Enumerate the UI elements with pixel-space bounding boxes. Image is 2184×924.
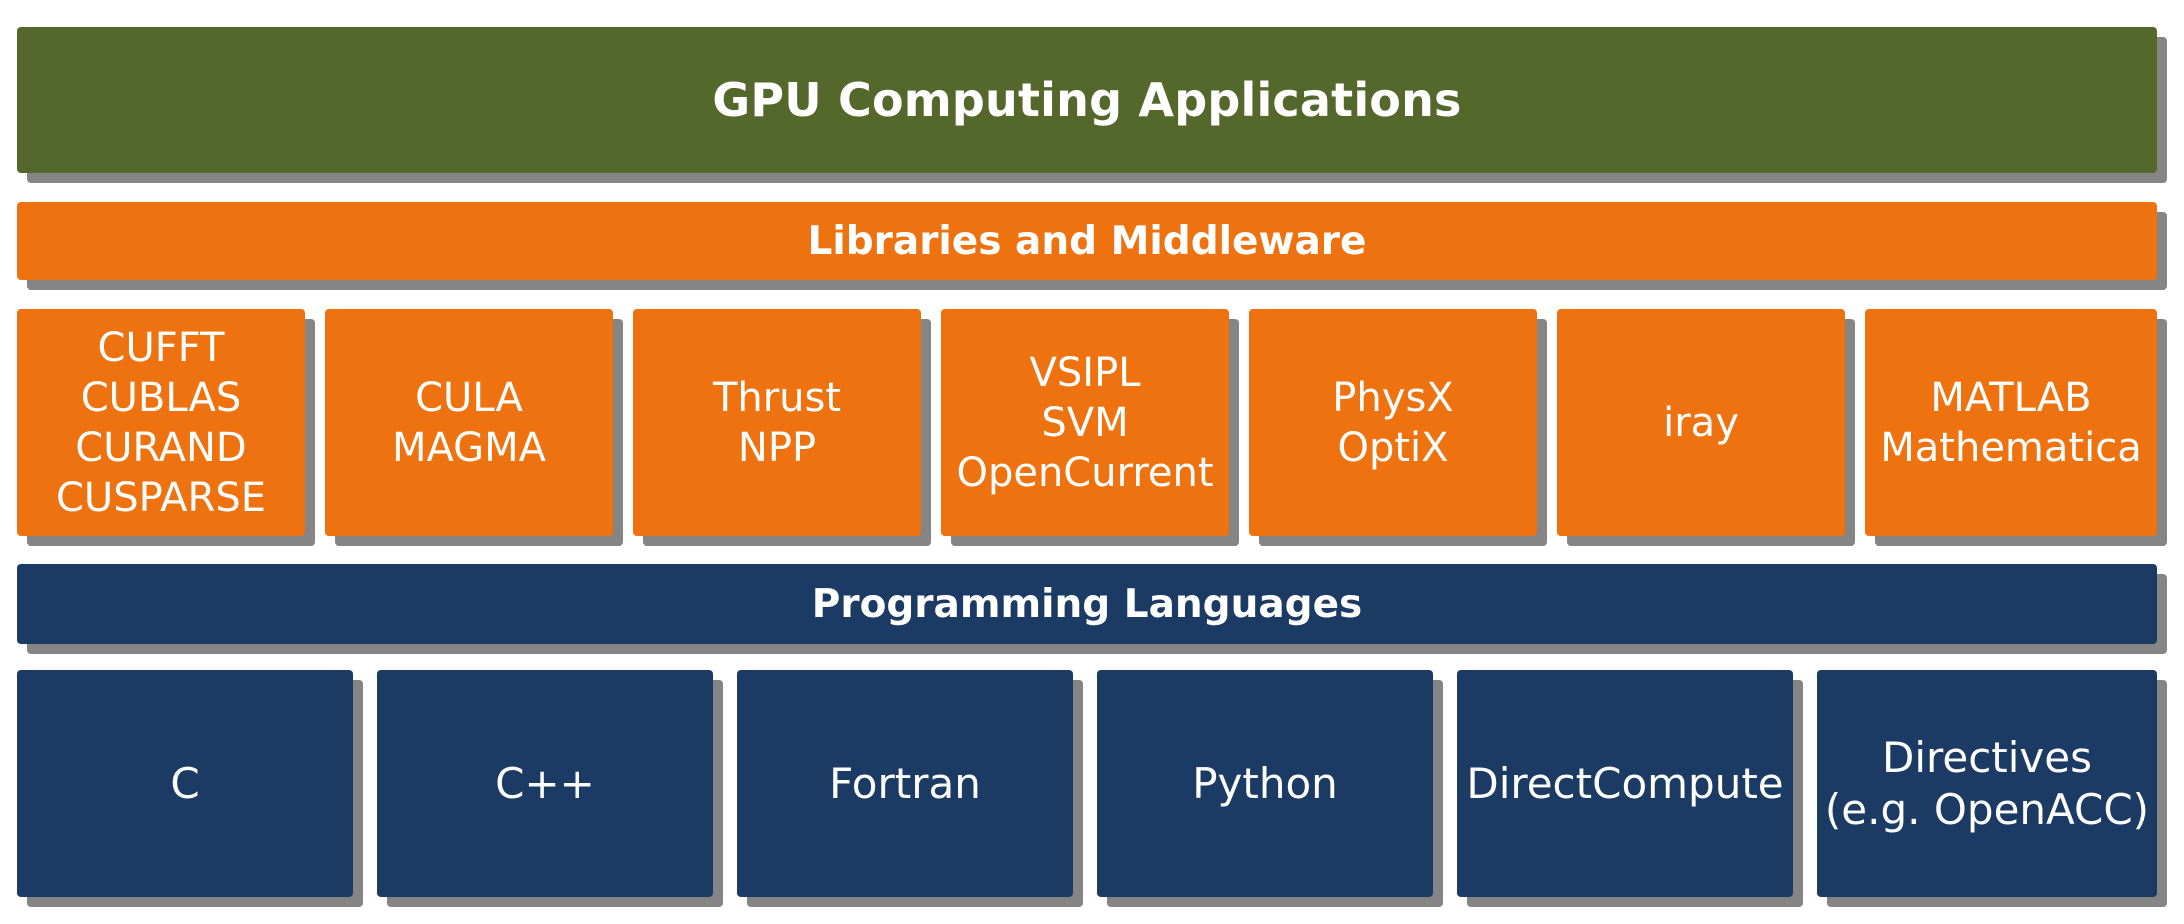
library-item: SVM [1041,399,1129,446]
library-cell-physx-optix: PhysX OptiX [1249,309,1537,536]
library-cell-iray: iray [1557,309,1845,536]
language-item: Fortran [829,758,981,808]
library-item: OptiX [1337,424,1449,471]
language-item: C [170,758,200,808]
library-item: PhysX [1332,374,1454,421]
language-cell-cpp: C++ [377,670,713,897]
library-item: MAGMA [391,424,547,471]
library-item: Mathematica [1880,424,2142,471]
language-item: Directives [1882,732,2092,782]
library-cell-matlab-mathematica: MATLAB Mathematica [1865,309,2157,536]
language-cell-directcompute: DirectCompute [1457,670,1793,897]
library-cell-cula-magma: CULA MAGMA [325,309,613,536]
libraries-title: Libraries and Middleware [807,218,1367,264]
libraries-middleware-band: Libraries and Middleware [17,202,2157,280]
language-cell-fortran: Fortran [737,670,1073,897]
language-cell-c: C [17,670,353,897]
library-item: iray [1663,399,1739,446]
programming-languages-band: Programming Languages [17,564,2157,644]
library-item: OpenCurrent [956,449,1214,496]
library-item: CULA [415,374,523,421]
library-item: CUSPARSE [56,474,266,521]
library-item: CUFFT [97,324,225,371]
applications-title: GPU Computing Applications [712,73,1462,127]
languages-title: Programming Languages [811,581,1363,627]
library-item: MATLAB [1930,374,2092,421]
language-cell-directives: Directives (e.g. OpenACC) [1817,670,2157,897]
library-item: CURAND [75,424,247,471]
library-cell-thrust-npp: Thrust NPP [633,309,921,536]
library-item: VSIPL [1029,349,1141,396]
language-item: DirectCompute [1466,758,1784,808]
library-item: Thrust [712,374,842,421]
library-item: CUBLAS [80,374,242,421]
gpu-computing-applications-banner: GPU Computing Applications [17,27,2157,173]
language-cell-python: Python [1097,670,1433,897]
library-item: NPP [737,424,817,471]
library-cell-cuda-libs: CUFFT CUBLAS CURAND CUSPARSE [17,309,305,536]
language-item: Python [1192,758,1338,808]
language-item: C++ [495,758,595,808]
language-item: (e.g. OpenACC) [1824,784,2150,834]
library-cell-vsipl-svm-opencurrent: VSIPL SVM OpenCurrent [941,309,1229,536]
